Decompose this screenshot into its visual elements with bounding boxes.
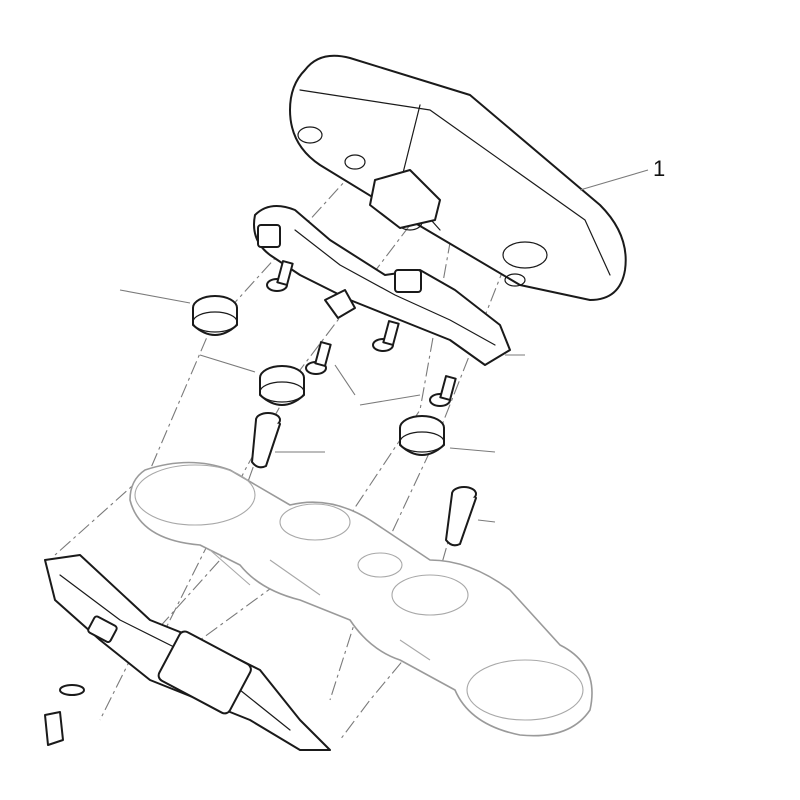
grommet [399,415,445,456]
callout-label-1: 1 [653,156,665,181]
pan-head-screw [429,375,457,407]
rubber-grommets [192,295,445,456]
fasteners [251,260,477,547]
triple-clamp [129,461,593,737]
callouts: 1 [653,156,665,181]
leader-lines [119,169,649,523]
instrument-cluster [289,54,627,301]
mounting-bracket [253,205,511,366]
fairing-bracket [44,554,331,751]
socket-head-bolt [445,486,477,547]
pan-head-screw [266,260,294,292]
socket-head-bolt [251,412,281,469]
pan-head-screw [372,320,400,352]
pan-head-screw [305,341,332,375]
grommet [192,295,238,336]
grommet [259,365,305,406]
